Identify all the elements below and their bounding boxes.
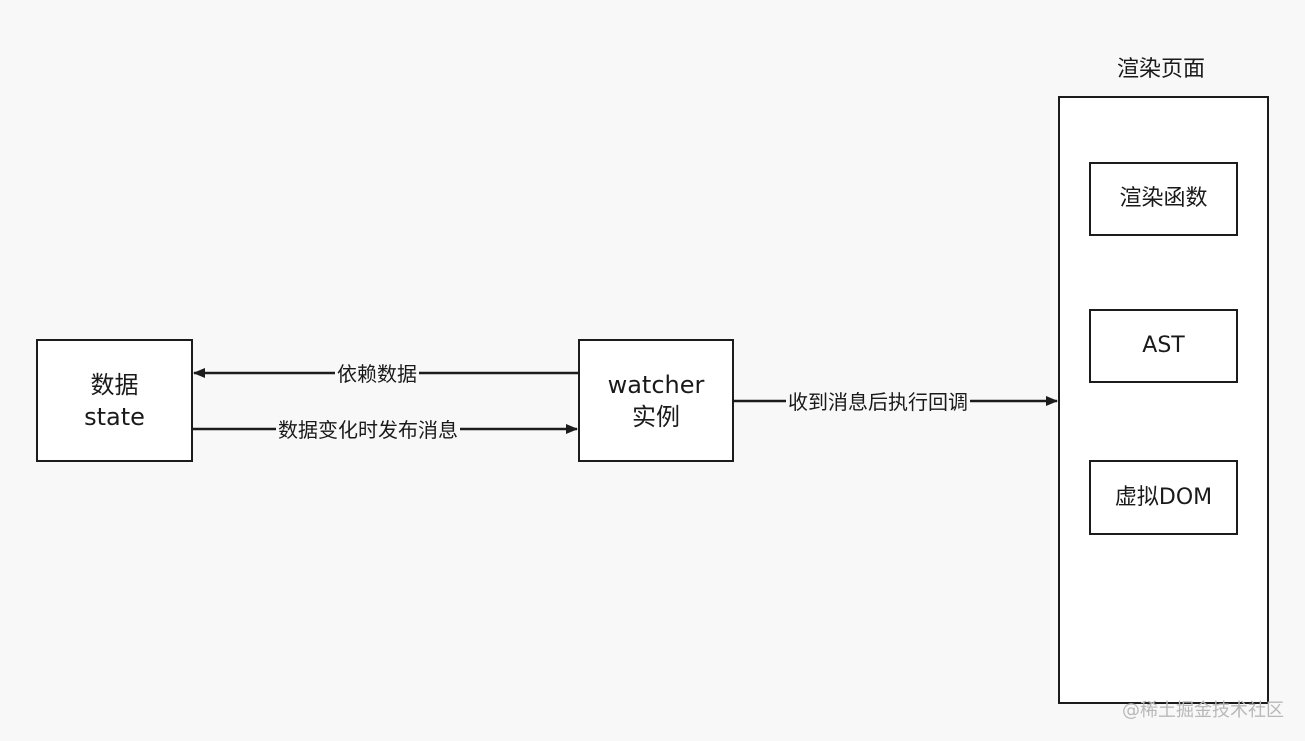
callback-label: 收到消息后执行回调: [786, 389, 970, 415]
watcher-node: watcher 实例: [578, 339, 734, 462]
publish-label: 数据变化时发布消息: [276, 417, 460, 443]
virtual-dom-node: 虚拟DOM: [1089, 460, 1238, 535]
watermark-text: @稀土掘金技术社区: [1122, 700, 1284, 721]
data-state-node: 数据 state: [36, 339, 193, 462]
dependency-label: 依赖数据: [335, 361, 419, 387]
watcher-line2: 实例: [632, 402, 680, 431]
render-page-title: 渲染页面: [1117, 57, 1206, 82]
ast-node: AST: [1089, 309, 1238, 383]
watcher-line1: watcher: [607, 370, 705, 399]
render-function-node: 渲染函数: [1089, 162, 1238, 236]
data-state-line2: state: [84, 402, 145, 431]
data-state-line1: 数据: [90, 370, 139, 399]
